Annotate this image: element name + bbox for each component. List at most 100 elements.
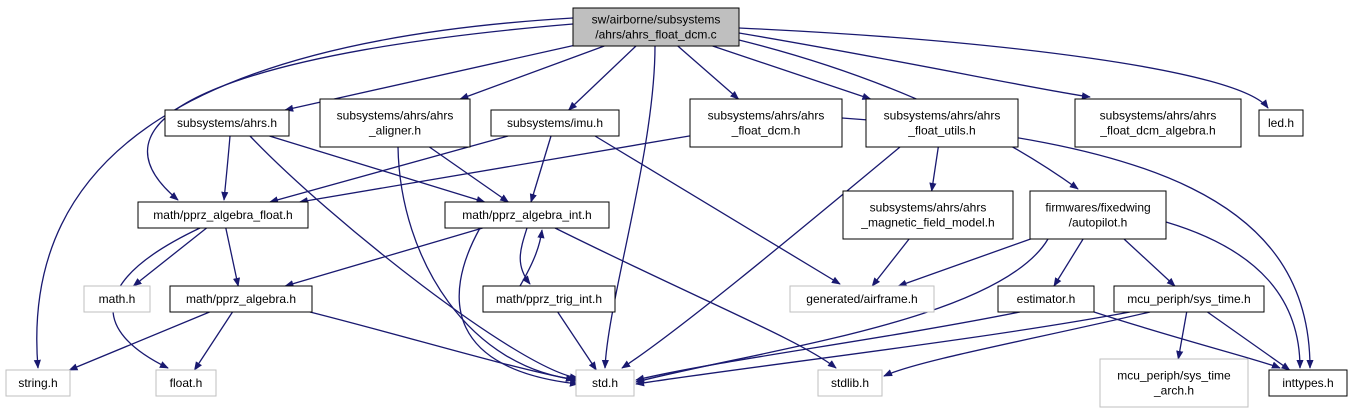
edge-alg_float-to-math_h — [132, 227, 208, 287]
node-box — [572, 7, 740, 47]
node-systime[interactable]: mcu_periph/sys_time.h — [1113, 285, 1265, 313]
node-label: stdlib.h — [831, 376, 869, 390]
node-label: subsystems/ahrs/ahrs — [884, 109, 1001, 123]
node-box — [164, 109, 290, 137]
edge-aligner-to-alg_int — [429, 146, 510, 203]
node-label: math/pprz_algebra_int.h — [462, 208, 591, 222]
edge-alg_int-to-trig — [519, 227, 531, 285]
node-float: float.h — [155, 369, 217, 397]
node-aligner[interactable]: subsystems/ahrs/ahrs_aligner.h — [319, 98, 471, 148]
edge-ahrs_h-to-std — [249, 135, 579, 381]
edge-alg-to-string — [68, 311, 210, 371]
node-label: subsystems/ahrs/ahrs — [1100, 109, 1217, 123]
node-box — [482, 285, 616, 313]
node-label: subsystems/ahrs/ahrs — [870, 201, 987, 215]
edge-alg_int-to-alg — [284, 227, 483, 288]
node-box — [5, 369, 71, 397]
node-label: math/pprz_algebra_float.h — [153, 208, 292, 222]
edge-root-to-std — [601, 45, 656, 369]
node-inttypes[interactable]: inttypes.h — [1268, 369, 1348, 397]
edge-estimator-to-std — [635, 311, 1021, 382]
node-box — [997, 285, 1095, 313]
node-alg[interactable]: math/pprz_algebra.h — [169, 285, 313, 313]
edge-autopilot-to-systime — [1123, 238, 1176, 287]
node-label: mcu_periph/sys_time.h — [1127, 292, 1250, 306]
node-box — [1029, 190, 1167, 240]
node-trig[interactable]: math/pprz_trig_int.h — [482, 285, 616, 313]
node-autopilot[interactable]: firmwares/fixedwing/autopilot.h — [1029, 190, 1167, 240]
node-label: estimator.h — [1017, 292, 1076, 306]
node-label: math/pprz_algebra.h — [186, 292, 296, 306]
node-label: _magnetic_field_model.h — [860, 216, 994, 230]
edge-trig-to-std — [557, 311, 597, 371]
edge-root-to-aligner — [459, 45, 605, 100]
node-label: subsystems/ahrs/ahrs — [708, 109, 825, 123]
edge-autopilot-to-estimator — [1053, 238, 1084, 287]
node-imu[interactable]: subsystems/imu.h — [490, 109, 620, 137]
node-box — [1074, 98, 1242, 148]
node-label: firmwares/fixedwing — [1045, 201, 1150, 215]
edge-mag-to-airframe — [871, 238, 910, 287]
edge-estimator-to-inttypes — [1093, 311, 1281, 369]
node-box — [169, 285, 313, 313]
node-box — [789, 285, 935, 313]
node-label: subsystems/ahrs/ahrs — [337, 109, 454, 123]
nodes-layer: sw/airborne/subsystems/ahrs/ahrs_float_d… — [5, 7, 1348, 408]
node-box — [444, 201, 610, 229]
node-label: _float_utils.h — [907, 124, 975, 138]
node-label: _arch.h — [1153, 384, 1194, 398]
node-box — [319, 98, 471, 148]
node-dcm-alg[interactable]: subsystems/ahrs/ahrs_float_dcm_algebra.h — [1074, 98, 1242, 148]
node-box — [155, 369, 217, 397]
node-label: math.h — [99, 292, 136, 306]
node-root[interactable]: sw/airborne/subsystems/ahrs/ahrs_float_d… — [572, 7, 740, 47]
edge-systime-to-inttypes — [1207, 311, 1291, 371]
node-box — [137, 201, 309, 229]
edge-root-to-string — [33, 17, 574, 369]
node-label: string.h — [18, 376, 57, 390]
node-label: mcu_periph/sys_time — [1117, 369, 1231, 383]
edge-autopilot-to-airframe — [897, 238, 1031, 287]
node-label: _aligner.h — [368, 124, 421, 138]
node-label: float.h — [170, 376, 203, 390]
node-led[interactable]: led.h — [1258, 109, 1304, 137]
edge-root-to-led — [738, 27, 1269, 109]
node-box — [1099, 358, 1249, 408]
node-dcm-h[interactable]: subsystems/ahrs/ahrs_float_dcm.h — [689, 98, 843, 148]
node-box — [1113, 285, 1265, 313]
node-box — [817, 369, 883, 397]
edge-systime-to-stdlib — [883, 311, 1151, 377]
edge-alg_float-to-alg — [225, 227, 241, 287]
node-stdlib: stdlib.h — [817, 369, 883, 397]
node-alg-float[interactable]: math/pprz_algebra_float.h — [137, 201, 309, 229]
node-box — [1268, 369, 1348, 397]
edge-trig-to-alg_int — [519, 229, 545, 287]
node-label: led.h — [1268, 116, 1294, 130]
edges-layer — [33, 17, 1314, 387]
node-label: inttypes.h — [1282, 376, 1333, 390]
edge-root-to-dcm_h — [677, 45, 740, 100]
edge-imu-to-alg_int — [529, 135, 552, 203]
edge-alg-to-std — [309, 311, 575, 382]
node-label: math/pprz_trig_int.h — [496, 292, 602, 306]
node-ahrs-h[interactable]: subsystems/ahrs.h — [164, 109, 290, 137]
node-mag[interactable]: subsystems/ahrs/ahrs_magnetic_field_mode… — [842, 190, 1014, 240]
node-label: generated/airframe.h — [806, 292, 917, 306]
edge-utils-to-mag — [929, 146, 939, 192]
edge-alg_int-to-std — [458, 227, 579, 387]
node-estimator[interactable]: estimator.h — [997, 285, 1095, 313]
edge-utils-to-std — [621, 146, 901, 369]
node-box — [575, 369, 635, 397]
node-alg-int[interactable]: math/pprz_algebra_int.h — [444, 201, 610, 229]
edge-autopilot-to-inttypes — [1165, 221, 1304, 369]
node-label: _float_dcm_algebra.h — [1099, 124, 1215, 138]
edge-ahrs_h-to-alg_int — [269, 135, 486, 204]
edge-root-to-imu — [568, 45, 637, 111]
node-std: std.h — [575, 369, 635, 397]
node-airframe: generated/airframe.h — [789, 285, 935, 313]
node-math-h: math.h — [83, 285, 151, 313]
node-label: subsystems/imu.h — [507, 116, 603, 130]
node-label: sw/airborne/subsystems — [592, 13, 721, 27]
node-utils[interactable]: subsystems/ahrs/ahrs_float_utils.h — [865, 98, 1019, 148]
